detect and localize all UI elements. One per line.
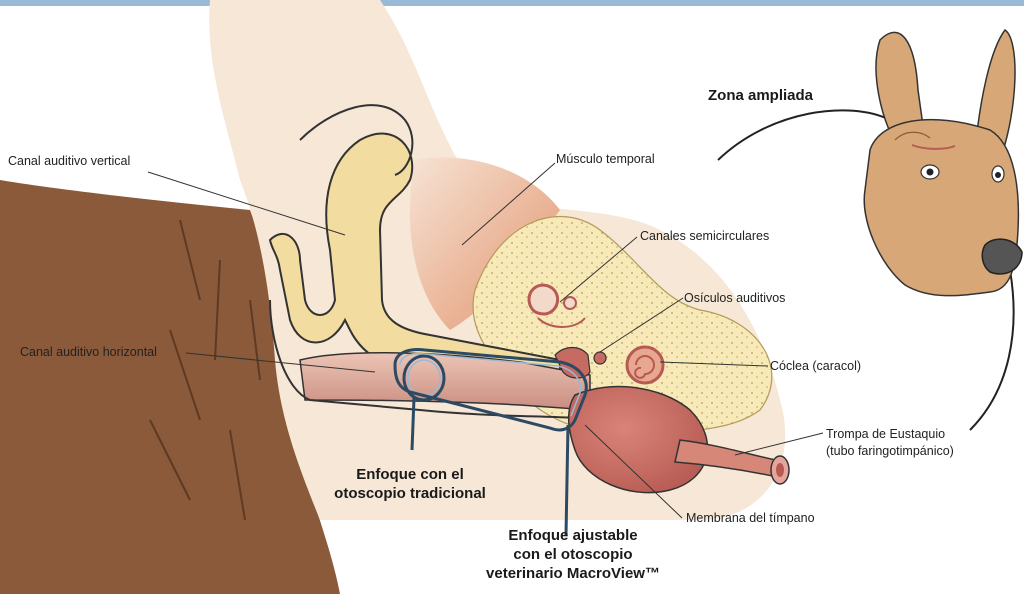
label-eardrum: Membrana del tímpano bbox=[686, 510, 815, 526]
label-temporal-muscle: Músculo temporal bbox=[556, 151, 655, 167]
dog-head-illustration bbox=[864, 30, 1022, 296]
traditional-focus-line2: otoscopio tradicional bbox=[300, 484, 520, 503]
zoom-connector-arc bbox=[718, 110, 890, 160]
label-horizontal-canal: Canal auditivo horizontal bbox=[20, 344, 157, 360]
adjustable-focus-line3: veterinario MacroView™ bbox=[460, 564, 686, 583]
traditional-focus-line1: Enfoque con el bbox=[300, 465, 520, 484]
label-eustachian-line2: (tubo faringotimpánico) bbox=[826, 443, 954, 459]
label-ossicles: Osículos auditivos bbox=[684, 290, 785, 306]
label-traditional-focus: Enfoque con el otoscopio tradicional bbox=[300, 465, 520, 503]
label-cochlea: Cóclea (caracol) bbox=[770, 358, 861, 374]
label-zoom-area: Zona ampliada bbox=[708, 86, 813, 105]
adjustable-focus-line1: Enfoque ajustable bbox=[460, 526, 686, 545]
label-eustachian-line1: Trompa de Eustaquio bbox=[826, 426, 945, 442]
label-vertical-canal: Canal auditivo vertical bbox=[8, 153, 130, 169]
label-semicircular-canals: Canales semicirculares bbox=[640, 228, 769, 244]
adjustable-focus-line2: con el otoscopio bbox=[460, 545, 686, 564]
label-adjustable-focus: Enfoque ajustable con el otoscopio veter… bbox=[460, 526, 686, 583]
cochlea-shape bbox=[627, 347, 663, 383]
